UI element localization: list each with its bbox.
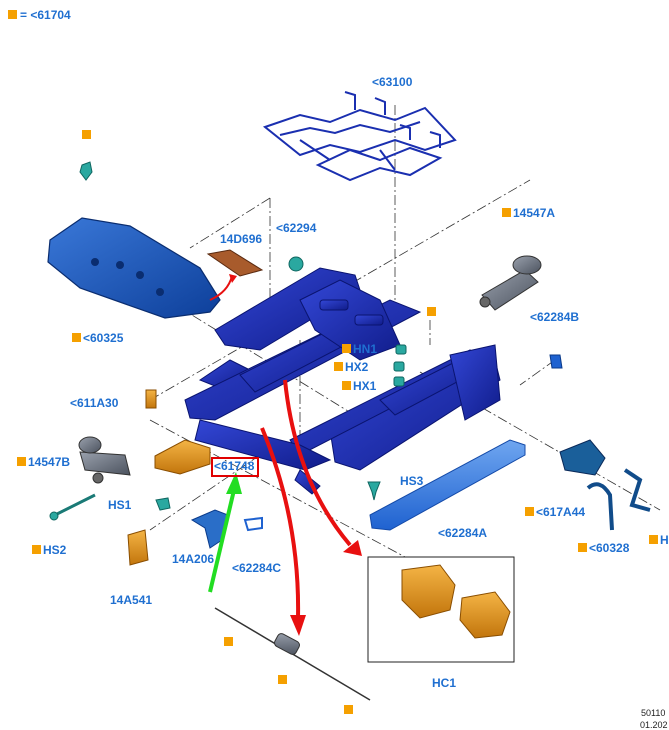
marker-617a44 bbox=[525, 507, 534, 516]
side-pan-cover bbox=[47, 217, 221, 319]
marker-14547b bbox=[17, 457, 26, 466]
label-hs2: HS2 bbox=[43, 543, 67, 557]
label-62284b: <62284B bbox=[530, 310, 580, 324]
label-h: H bbox=[660, 533, 669, 547]
bracket-62284c bbox=[243, 516, 263, 532]
seat-suspension-mat bbox=[262, 91, 457, 182]
marker-h bbox=[649, 535, 658, 544]
label-62284a: <62284A bbox=[438, 526, 488, 540]
legend-marker bbox=[8, 10, 17, 19]
actuator-617a44 bbox=[559, 439, 606, 476]
label-60328: <60328 bbox=[589, 541, 630, 555]
label-hc1: HC1 bbox=[432, 676, 457, 690]
marker-hn1 bbox=[342, 344, 351, 353]
label-14d696: 14D696 bbox=[220, 232, 263, 246]
motor-b bbox=[78, 436, 131, 484]
label-617a44: <617A44 bbox=[536, 505, 586, 519]
label-14a206: 14A206 bbox=[172, 552, 215, 566]
bracket-62284b bbox=[549, 354, 563, 369]
bracket-611a30 bbox=[145, 389, 157, 409]
marker-hs2 bbox=[32, 545, 41, 554]
label-62294: <62294 bbox=[276, 221, 317, 235]
label-61748: <61748 bbox=[214, 459, 255, 473]
bolt-hs2 bbox=[49, 493, 96, 521]
green-arrow bbox=[208, 472, 242, 593]
legend-text: = <61704 bbox=[20, 8, 71, 22]
marker-hx1 bbox=[342, 381, 351, 390]
marker-14547a bbox=[502, 208, 511, 217]
label-hx2: HX2 bbox=[345, 360, 369, 374]
label-hx1: HX1 bbox=[353, 379, 377, 393]
seat-rail bbox=[369, 439, 526, 531]
inset-part-2 bbox=[459, 591, 511, 639]
seat-frame bbox=[184, 267, 501, 495]
drive-shaft bbox=[214, 607, 371, 701]
orange-markers bbox=[82, 130, 436, 714]
motor-a bbox=[479, 255, 542, 311]
inset-part-1 bbox=[401, 564, 456, 619]
highlight-box-61748 bbox=[211, 457, 259, 477]
label-14a541: 14A541 bbox=[110, 593, 153, 607]
marker-60325 bbox=[72, 333, 81, 342]
label-63100: <63100 bbox=[372, 75, 413, 89]
label-hs3: HS3 bbox=[400, 474, 424, 488]
marker-60328 bbox=[578, 543, 587, 552]
wire-harness-60328 bbox=[586, 468, 651, 531]
label-hs1: HS1 bbox=[108, 498, 132, 512]
pad-part bbox=[206, 249, 264, 277]
marker-hx2 bbox=[334, 362, 343, 371]
footer-code: 50110 bbox=[641, 708, 666, 718]
label-62284c: <62284C bbox=[232, 561, 282, 575]
label-611a30: <611A30 bbox=[70, 396, 119, 410]
control-module bbox=[154, 439, 211, 475]
red-arrows bbox=[260, 379, 362, 636]
label-60325: <60325 bbox=[83, 331, 124, 345]
pad-arrow-head bbox=[229, 274, 237, 283]
label-hn1: HN1 bbox=[353, 342, 378, 356]
label-14547a: 14547A bbox=[513, 206, 556, 220]
bracket-14a541 bbox=[127, 529, 149, 566]
footer-date: 01.202 bbox=[640, 720, 668, 730]
label-14547b: 14547B bbox=[28, 455, 71, 469]
